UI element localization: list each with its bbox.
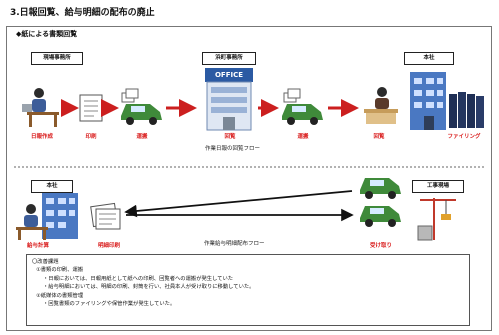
step-label: 印刷 (85, 134, 97, 140)
arrow-icon (124, 190, 353, 218)
reviewer-at-desk-icon (364, 87, 398, 124)
construction-site-label: 工事現場 (412, 180, 464, 193)
office-sign: OFFICE (214, 71, 244, 79)
delivery-car-icon (121, 88, 162, 125)
commuter-car-icon (360, 206, 401, 227)
payslip-stack-icon (90, 202, 121, 230)
step-label: 運搬 (136, 134, 148, 140)
delivery-car-icon (282, 88, 323, 125)
step-label: ファイリング (447, 134, 481, 140)
head-office-label-top: 本社 (404, 52, 454, 65)
head-office-label-bottom: 本社 (31, 180, 73, 193)
worker-at-desk-icon (16, 204, 48, 240)
step-label: 運搬 (297, 134, 309, 140)
step-label: 明細印刷 (97, 243, 120, 249)
step-label: 回覧 (373, 134, 385, 140)
notes-item: ・給与明細においては、明細の印刷、封筒を行い、社員本人が受け取りに移動していた。 (43, 284, 255, 291)
notes-heading: 〇改善課題 (32, 259, 59, 265)
notes-item: ・日報においては、日報用紙として紙への印刷、回覧者への運搬が発生していた (43, 275, 234, 282)
head-office-building-icon (42, 193, 78, 239)
notes-item: ①書類の印刷、運搬 (36, 267, 84, 274)
section-subheading: ◆紙による書類回覧 (16, 30, 78, 38)
improvement-notes: 〇改善課題 ①書類の印刷、運搬 ・日報においては、日報用紙として紙への印刷、回覧… (26, 254, 470, 326)
office-building-icon (205, 68, 253, 131)
step-label: 日報作成 (30, 134, 53, 140)
binders-icon (449, 92, 484, 128)
step-label: 回覧 (224, 134, 236, 140)
site-office-label: 現場事務所 (31, 52, 83, 65)
top-flow-caption: 作業日報の回覧フロー (205, 146, 261, 152)
construction-crane-icon (417, 198, 456, 241)
content-frame (6, 26, 492, 331)
commuter-car-icon (360, 178, 401, 199)
step-label: 受け取り (369, 243, 392, 249)
step-label: 給与計算 (26, 243, 49, 249)
bottom-flow-caption: 作業給与明細配布フロー (204, 241, 265, 247)
head-office-building-icon (410, 72, 446, 130)
printed-document-icon (79, 94, 103, 122)
kanda-office-label: 浜町事務所 (202, 52, 256, 65)
notes-item: ・回覧書類のファイリングや保管作業が発生していた。 (43, 301, 176, 308)
notes-item: ②紙媒体の書類管理 (36, 292, 84, 299)
page-title: 3.日報回覧、給与明細の配布の廃止 (10, 8, 155, 18)
worker-at-desk-icon (22, 88, 59, 127)
